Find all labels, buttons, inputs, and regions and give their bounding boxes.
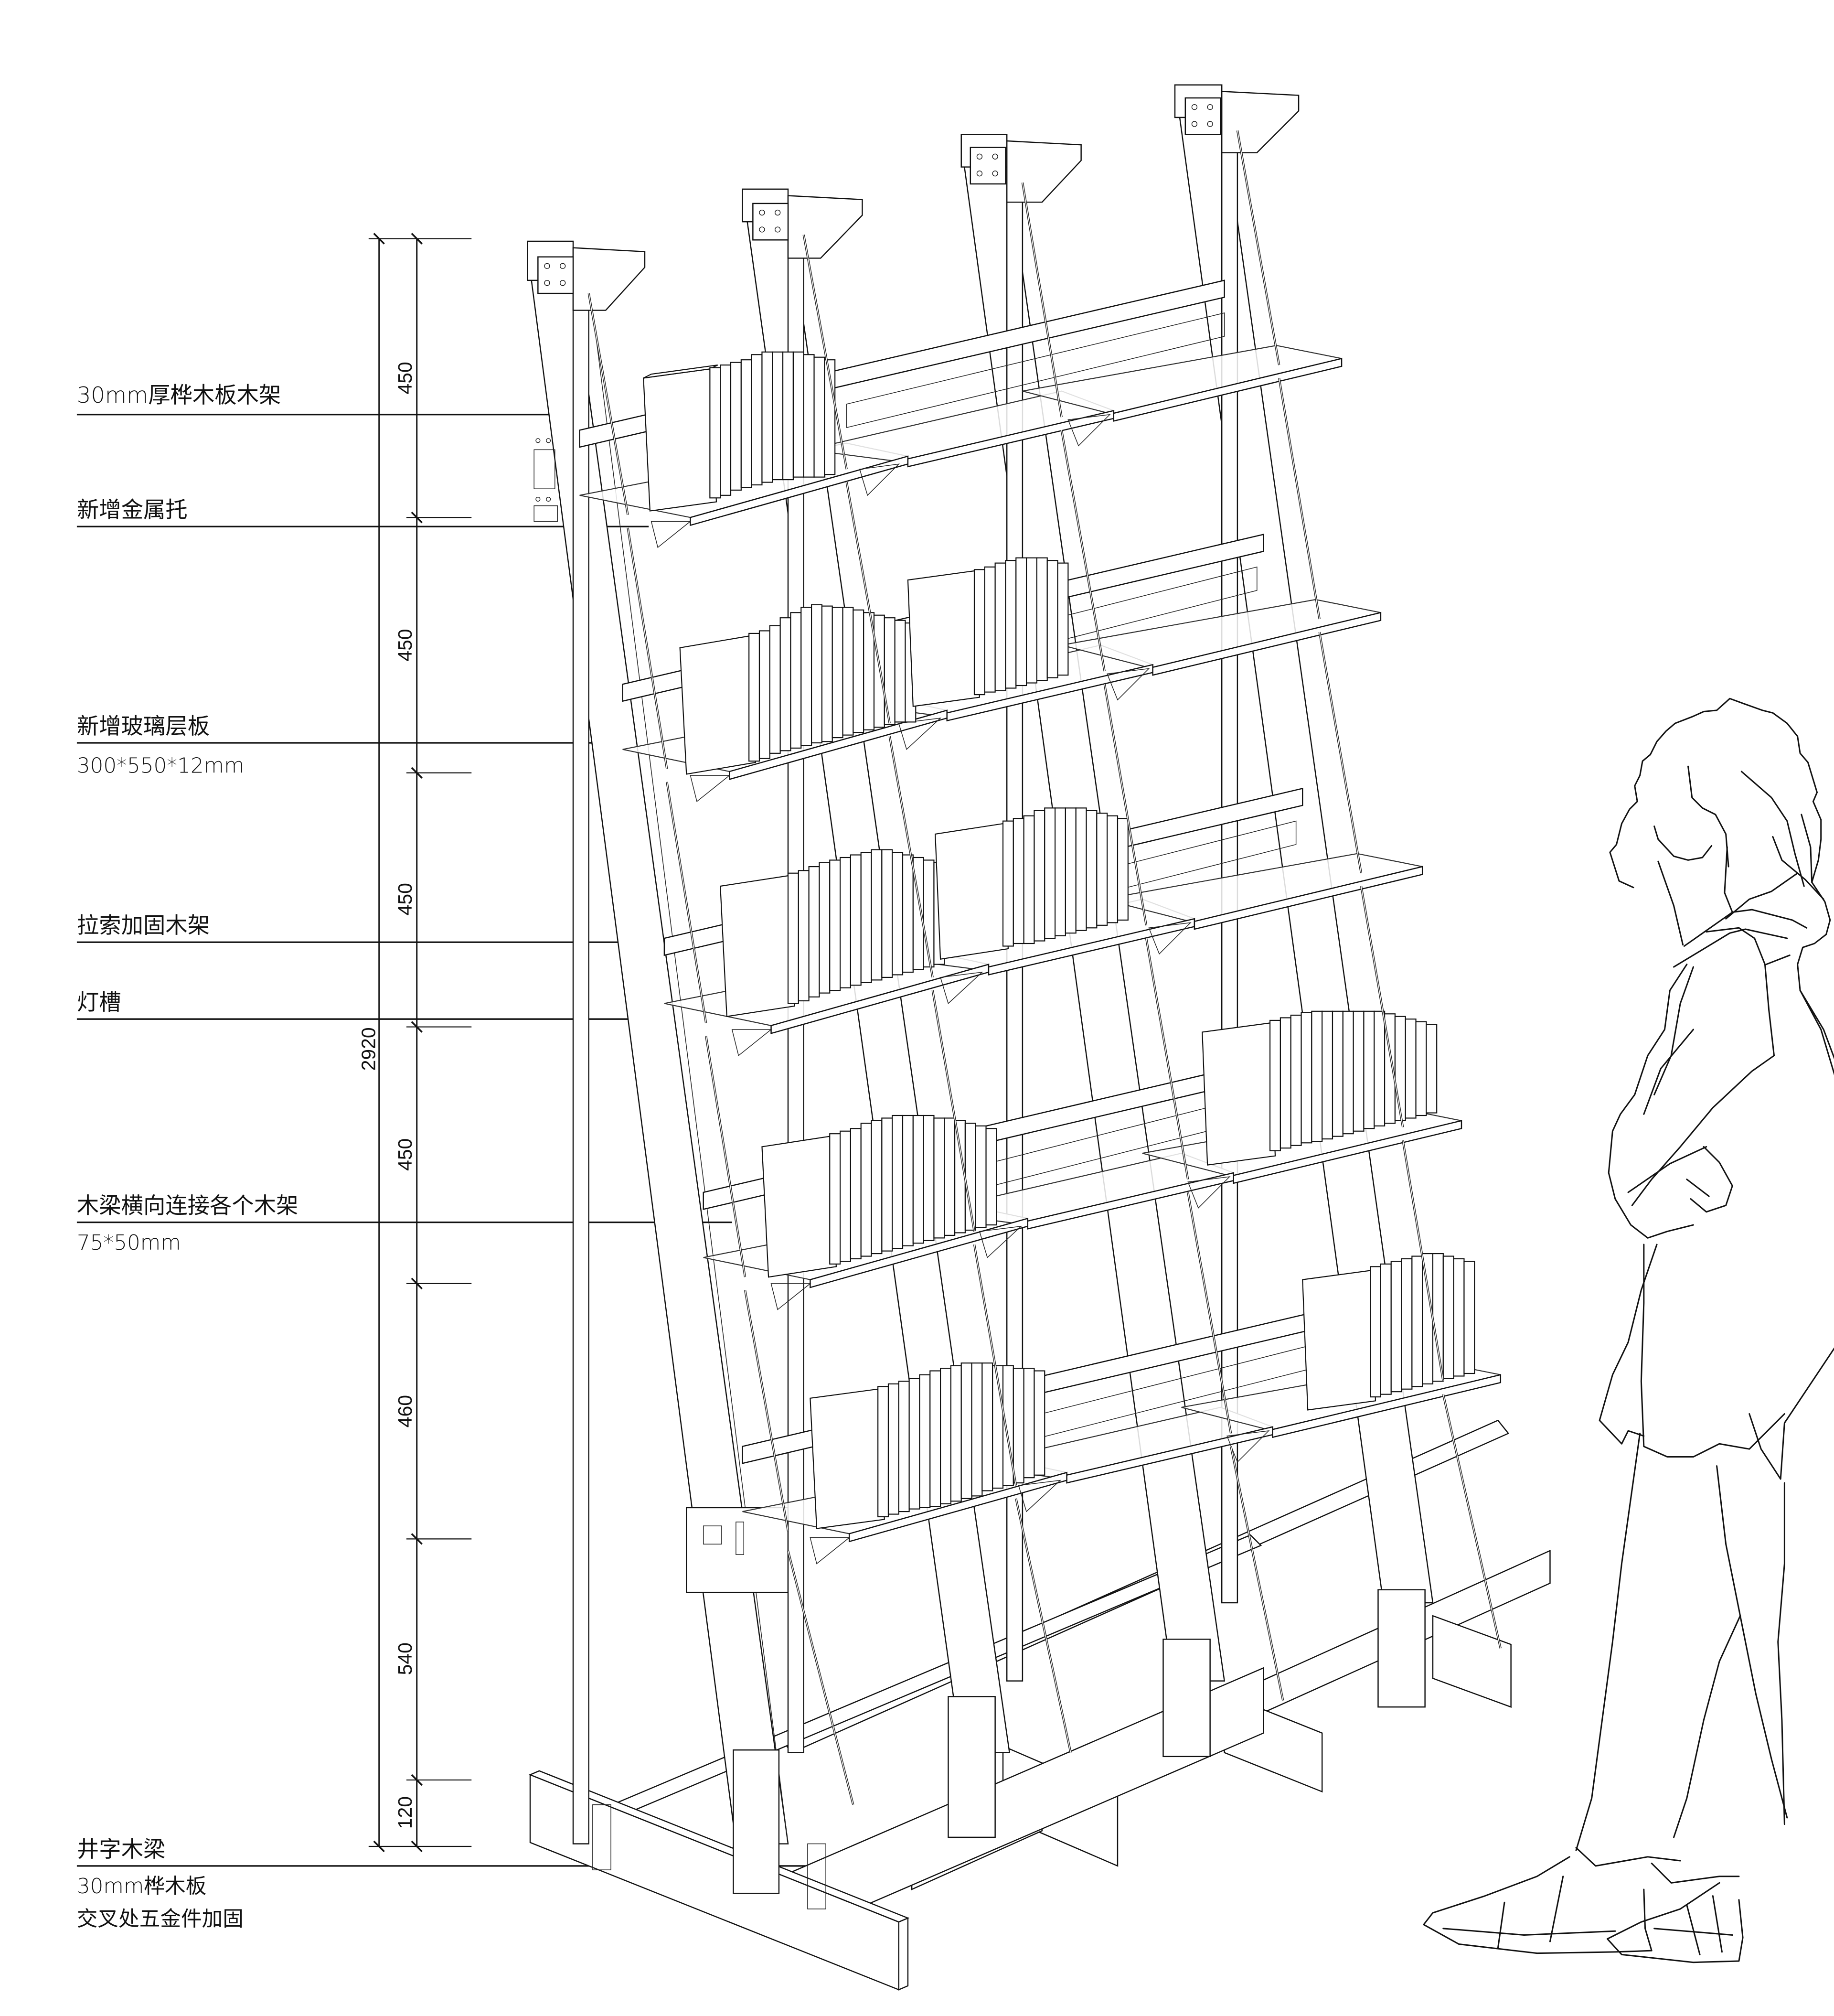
annotations: 30mm厚桦木板木架 新增金属托 新增玻璃层板 300*550*12mm 拉索加… — [77, 382, 808, 1931]
label-glass-shelf-size: 300*550*12mm — [77, 754, 245, 778]
book-group-8 — [810, 1362, 1045, 1529]
frame-1 — [527, 240, 789, 1894]
book-group-5 — [935, 807, 1129, 960]
dim-seg-6: 540 — [394, 1642, 416, 1675]
frame-4 — [1174, 84, 1434, 1708]
book-group-9 — [1302, 1253, 1475, 1411]
metal-brackets — [650, 414, 1270, 1565]
dim-seg-5: 460 — [394, 1395, 416, 1427]
label-cross-beam: 木梁横向连接各个木架 — [77, 1193, 299, 1219]
dim-seg-4: 450 — [394, 1138, 416, 1171]
person-figure — [1423, 697, 1834, 1963]
dim-seg-2: 450 — [394, 629, 416, 661]
dim-seg-7: 120 — [394, 1796, 416, 1829]
label-metal-bracket: 新增金属托 — [77, 497, 188, 523]
tension-cables — [587, 130, 1502, 1805]
label-grid-base-material: 30mm桦木板 — [77, 1875, 206, 1898]
dim-seg-3: 450 — [394, 883, 416, 915]
label-light-slot: 灯槽 — [77, 989, 121, 1015]
label-grid-base-note: 交叉处五金件加固 — [77, 1907, 244, 1931]
book-group-1 — [643, 351, 836, 512]
book-group-3 — [907, 557, 1069, 707]
label-grid-base: 井字木梁 — [77, 1836, 165, 1862]
dim-seg-1: 450 — [394, 362, 416, 394]
books — [643, 351, 1475, 1529]
book-group-6 — [761, 1115, 997, 1278]
dim-total: 2920 — [357, 1027, 379, 1071]
label-cross-beam-size: 75*50mm — [77, 1231, 181, 1255]
label-birch-frame: 30mm厚桦木板木架 — [77, 382, 281, 408]
label-cable-bracing: 拉索加固木架 — [77, 912, 210, 938]
label-glass-shelf: 新增玻璃层板 — [77, 713, 210, 739]
dimension-chain: 450 450 450 450 460 540 120 2920 — [357, 233, 472, 1853]
dimension-ticks — [368, 233, 472, 1853]
